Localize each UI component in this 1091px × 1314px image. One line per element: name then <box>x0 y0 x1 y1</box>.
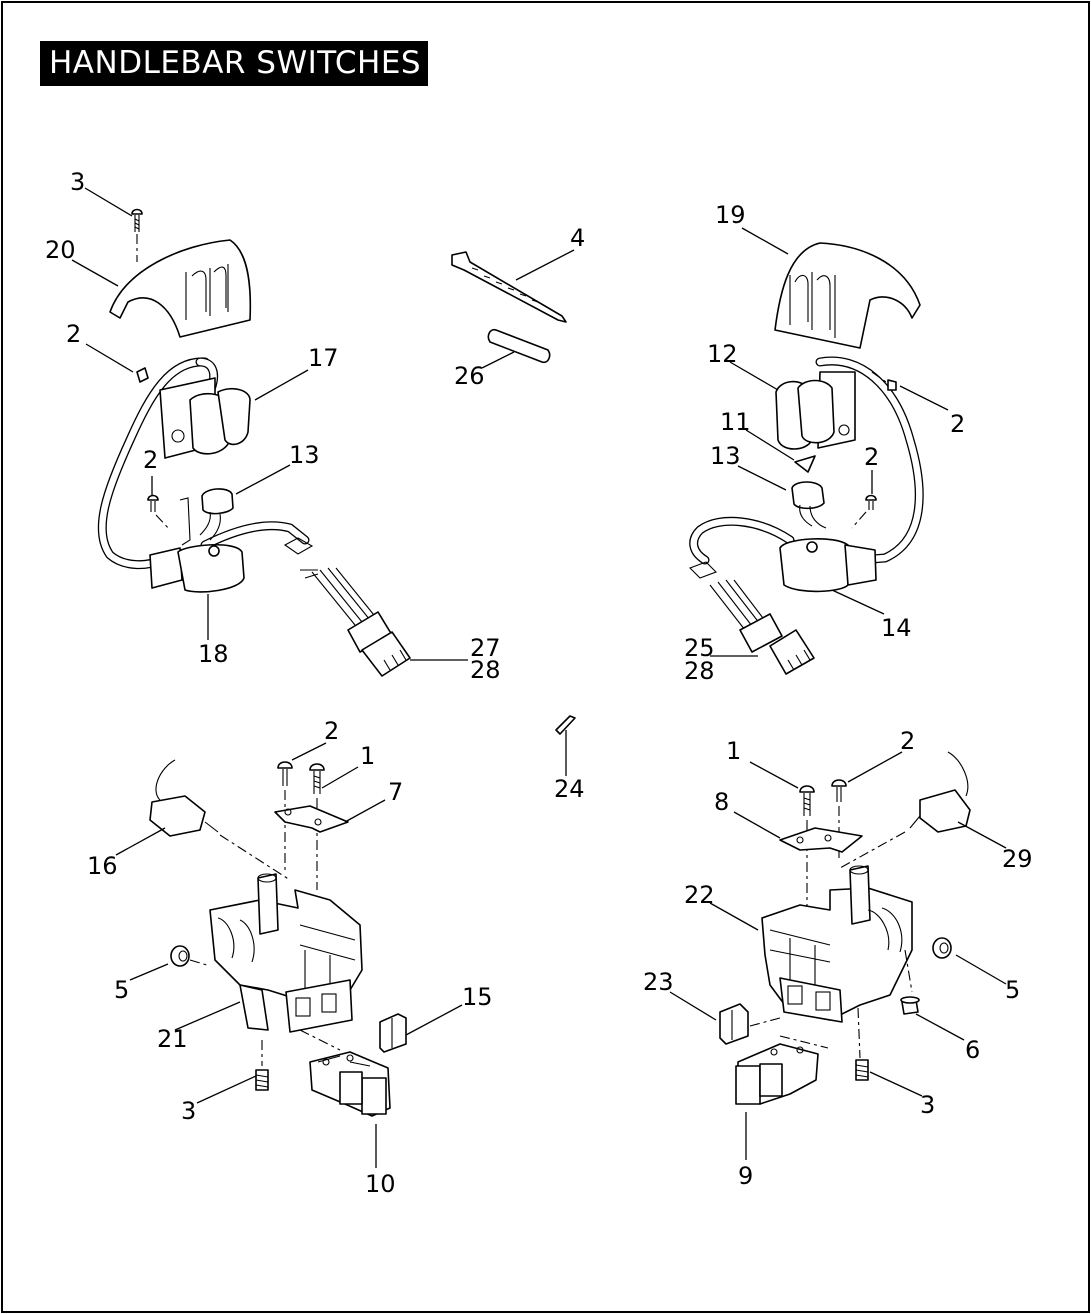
part-5-grommet-left <box>170 945 211 967</box>
callout-25: 25 <box>684 634 715 662</box>
leader-lines <box>71 187 1007 1168</box>
callout-22: 22 <box>684 881 715 909</box>
part-7-plate-left <box>274 805 349 833</box>
part-22-switch-housing-lower-right <box>761 865 913 1059</box>
callout-7: 7 <box>388 778 403 806</box>
part-18-switch-lower-left <box>149 543 245 593</box>
callout-21: 21 <box>157 1025 188 1053</box>
callout-29: 29 <box>1002 845 1033 873</box>
center-parts <box>451 251 576 735</box>
part-3-screw-lower-right <box>855 1059 869 1081</box>
part-9-switch-module-right <box>735 1035 829 1105</box>
part-3-screw-top-left <box>131 208 143 262</box>
callout-2-lower-left: 2 <box>324 717 339 745</box>
callout-24: 24 <box>554 775 585 803</box>
lower-right-switch-assembly <box>719 751 971 1105</box>
callout-26: 26 <box>454 362 485 390</box>
callout-5-right: 5 <box>1005 976 1020 1004</box>
callout-1-lower-right: 1 <box>726 737 741 765</box>
part-6-plug <box>900 996 920 1015</box>
callout-11: 11 <box>720 408 751 436</box>
callout-2-lower-right: 2 <box>900 727 915 755</box>
callout-1-lower-left: 1 <box>360 742 375 770</box>
callout-19: 19 <box>715 201 746 229</box>
part-8-plate-right <box>779 827 863 853</box>
callout-2-upper-left: 2 <box>66 320 81 348</box>
part-2-screw-lower-left <box>277 761 293 870</box>
callout-17: 17 <box>308 344 339 372</box>
callout-10: 10 <box>365 1170 396 1198</box>
part-11-clip <box>794 455 816 473</box>
part-13-connector-right <box>791 481 827 529</box>
part-2-screw-upper-right <box>871 371 897 391</box>
callout-2-upper-right: 2 <box>950 410 965 438</box>
part-19-switch-housing-cover <box>774 242 921 349</box>
callout-2-mid-right: 2 <box>864 443 879 471</box>
callout-18: 18 <box>198 640 229 668</box>
callout-13-left: 13 <box>289 441 320 469</box>
callout-13-right: 13 <box>710 442 741 470</box>
callout-12: 12 <box>707 340 738 368</box>
callout-4: 4 <box>570 224 585 252</box>
part-20-switch-housing-cover <box>109 239 252 338</box>
part-15-button-left <box>379 1013 407 1053</box>
callout-8: 8 <box>714 788 729 816</box>
callout-6: 6 <box>965 1036 980 1064</box>
callout-2-mid-left: 2 <box>143 446 158 474</box>
part-3-screw-lower-left <box>255 1069 269 1091</box>
callout-5-left: 5 <box>114 976 129 1004</box>
part-17-switch-upper-left <box>159 377 251 459</box>
part-16-sensor-left <box>149 759 291 881</box>
part-25-28-connector-right <box>689 561 815 675</box>
part-21-switch-housing-lower-left <box>209 873 363 1066</box>
callout-23: 23 <box>643 968 674 996</box>
upper-right-wire-loop <box>689 356 924 565</box>
callout-3-top-left: 3 <box>70 168 85 196</box>
part-26-sleeve <box>487 328 551 364</box>
part-27-28-connector-left <box>283 537 411 677</box>
upper-left-wire-loop <box>97 357 310 570</box>
callout-27: 27 <box>470 634 501 662</box>
lower-left-switch-assembly <box>149 759 407 1117</box>
part-14-switch-lower-right <box>779 538 877 593</box>
title-banner: HANDLEBAR SWITCHES <box>40 41 428 86</box>
callout-15: 15 <box>462 983 493 1011</box>
callout-labels: 3 20 2 17 2 13 18 27 28 4 26 19 12 2 11 … <box>45 168 1033 1198</box>
part-29-sensor-right <box>839 751 971 869</box>
part-2-screw-mid-left <box>147 494 171 531</box>
upper-left-switch-assembly <box>97 208 411 677</box>
callout-28-left: 28 <box>470 656 501 684</box>
callout-3-lower-right: 3 <box>920 1091 935 1119</box>
callout-3-lower-left: 3 <box>181 1097 196 1125</box>
callout-20: 20 <box>45 236 76 264</box>
callout-16: 16 <box>87 852 118 880</box>
page-title: HANDLEBAR SWITCHES <box>49 45 422 81</box>
part-5-grommet-right <box>932 937 952 959</box>
part-12-switch-upper-right <box>775 371 856 450</box>
callout-28-right: 28 <box>684 657 715 685</box>
part-10-switch-module-left <box>309 1051 391 1117</box>
callout-14: 14 <box>881 614 912 642</box>
part-13-connector-left <box>179 488 234 546</box>
part-2-screw-mid-right <box>851 494 877 529</box>
part-2-screw-upper-left <box>136 367 149 383</box>
part-4-cable-strap <box>451 251 567 323</box>
part-24-pin <box>555 715 576 735</box>
callout-9: 9 <box>738 1162 753 1190</box>
upper-right-switch-assembly <box>689 242 924 675</box>
part-23-button-right <box>719 1003 781 1045</box>
